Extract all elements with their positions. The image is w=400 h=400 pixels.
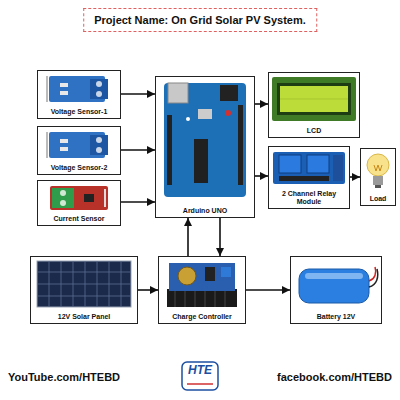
footer-link: YouTube.com/HTEBD (8, 371, 120, 383)
bulb-image (363, 151, 393, 191)
load-box: Load (360, 148, 396, 206)
display-box: LCD (268, 72, 360, 138)
arrow-connector (138, 289, 158, 291)
node-label: LCD (271, 127, 357, 135)
current-sensor-image (40, 183, 118, 213)
node-label: Charge Controller (161, 313, 243, 321)
lcd-image (271, 75, 357, 123)
battery-image (293, 259, 379, 309)
panel-box: 12V Solar Panel (30, 256, 138, 324)
charge-controller-image (161, 259, 243, 309)
node-label: Arduino UNO (158, 207, 252, 215)
battery-box: Battery 12V (290, 256, 382, 324)
arrow-connector (255, 103, 268, 105)
relay-box: 2 Channel Relay Module (268, 146, 350, 209)
sensor-box: Voltage Sensor-2 (37, 126, 121, 175)
arrow-connector (121, 93, 155, 95)
arrow-connector (187, 218, 189, 256)
arrow-connector (246, 289, 290, 291)
solar-panel-image (33, 259, 135, 309)
sensor-box: Current Sensor (37, 180, 121, 226)
arduino-board-image (158, 79, 252, 201)
voltage-sensor-image (40, 73, 118, 105)
arrow-connector (255, 175, 268, 177)
footer-link: facebook.com/HTEBD (277, 371, 392, 383)
title: Project Name: On Grid Solar PV System. (83, 8, 317, 32)
voltage-sensor-image (40, 129, 118, 161)
node-label: 2 Channel Relay Module (271, 190, 347, 206)
arrow-connector (219, 218, 221, 256)
arrow-connector (121, 149, 155, 151)
sensor-box: Voltage Sensor-1 (37, 70, 121, 119)
controller-box: Charge Controller (158, 256, 246, 324)
arrow-connector (121, 201, 155, 203)
node-label: Load (363, 195, 393, 203)
arrow-connector (350, 176, 360, 178)
relay-module-image (271, 149, 347, 187)
controller-box: Arduino UNO (155, 76, 255, 218)
node-label: Voltage Sensor-2 (40, 164, 118, 172)
node-label: Battery 12V (293, 313, 379, 321)
node-label: Voltage Sensor-1 (40, 108, 118, 116)
logo-text: HTE (188, 363, 212, 377)
node-label: 12V Solar Panel (33, 313, 135, 321)
node-label: Current Sensor (40, 215, 118, 223)
